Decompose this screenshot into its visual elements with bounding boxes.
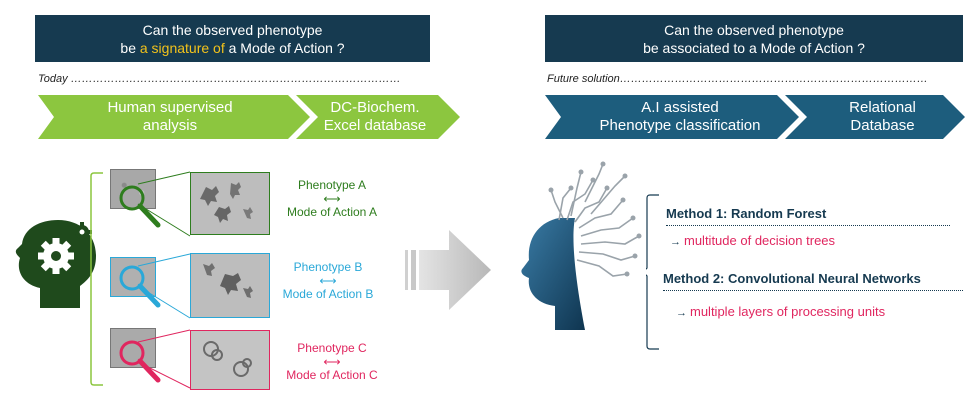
zoom-lines-a [137, 171, 191, 237]
microscopy-zoom-b [190, 253, 270, 318]
right-chevrons [545, 95, 965, 139]
method-1-desc: →multitude of decision trees [670, 233, 836, 248]
left-question-highlight: a signature of [139, 40, 225, 56]
phenotype-c-block: Phenotype C ⟷ Mode of Action C [262, 341, 402, 383]
cell-cluster-a [200, 182, 253, 223]
method-2-arrow-icon: → [676, 307, 687, 319]
left-timeline-label: Today ……………………………………………………………………………… [38, 73, 401, 85]
method-2-desc: →multiple layers of processing units [676, 304, 886, 319]
left-chevrons [38, 95, 460, 139]
left-chevron-2-label: DC-Biochem. Excel database [323, 99, 427, 134]
left-question-line1: Can the observed phenotype [142, 22, 323, 38]
right-question-line2: be associated to a Mode of Action ? [643, 40, 865, 56]
microscopy-thumb-c [110, 328, 156, 368]
phenotype-c-arrow: ⟷ [323, 355, 341, 369]
head-gears-icon [15, 220, 97, 308]
left-question-box: Can the observed phenotype be a signatur… [35, 15, 430, 62]
left-question-pre: be [120, 40, 140, 56]
magnifier-icon-a [119, 185, 161, 228]
method-2-separator [663, 290, 963, 291]
left-chevron-2 [296, 95, 460, 139]
right-question-line1: Can the observed phenotype [664, 22, 844, 38]
method-1-title: Method 1: Random Forest [666, 206, 827, 221]
microscopy-zoom-a [190, 172, 270, 235]
phenotype-b-arrow: ⟷ [319, 274, 337, 288]
phenotype-a-label: Phenotype A [297, 178, 367, 192]
cell-cluster-b [203, 263, 253, 298]
method-2-title: Method 2: Convolutional Neural Networks [663, 271, 921, 286]
cell-cluster-c [203, 341, 252, 377]
right-chevron-2 [785, 95, 965, 139]
right-chevron-1-label: A.I assisted Phenotype classification [599, 99, 761, 134]
moa-c-label: Mode of Action C [286, 368, 378, 382]
phenotype-b-label: Phenotype B [293, 260, 363, 274]
left-chevron-1 [38, 95, 310, 139]
left-question-post: a Mode of Action ? [224, 40, 345, 56]
right-chevron-1 [545, 95, 799, 139]
microscopy-zoom-c [190, 330, 270, 390]
right-bracket [646, 194, 659, 350]
left-chevron-1-label: Human supervised analysis [107, 99, 233, 134]
phenotype-a-block: Phenotype A ⟷ Mode of Action A [262, 178, 402, 220]
phenotype-a-arrow: ⟷ [323, 192, 341, 206]
method-1-arrow-icon: → [670, 236, 681, 248]
right-chevron-2-label: Relational Database [849, 99, 916, 134]
right-timeline-label: Future solution…………………………………………………………………… [547, 73, 928, 85]
zoom-lines-b [137, 253, 191, 319]
phenotype-b-block: Phenotype B ⟷ Mode of Action B [258, 260, 398, 302]
left-bracket [90, 172, 103, 386]
moa-b-label: Mode of Action B [282, 287, 374, 301]
moa-a-label: Mode of Action A [286, 205, 378, 219]
phenotype-c-label: Phenotype C [297, 341, 367, 355]
ai-head-circuit-icon [521, 161, 642, 330]
method-1-separator [666, 225, 950, 226]
right-question-box: Can the observed phenotype be associated… [545, 15, 963, 62]
zoom-lines-c [137, 329, 191, 389]
microscopy-thumb-a [110, 169, 156, 209]
transition-arrow-icon [405, 230, 491, 310]
